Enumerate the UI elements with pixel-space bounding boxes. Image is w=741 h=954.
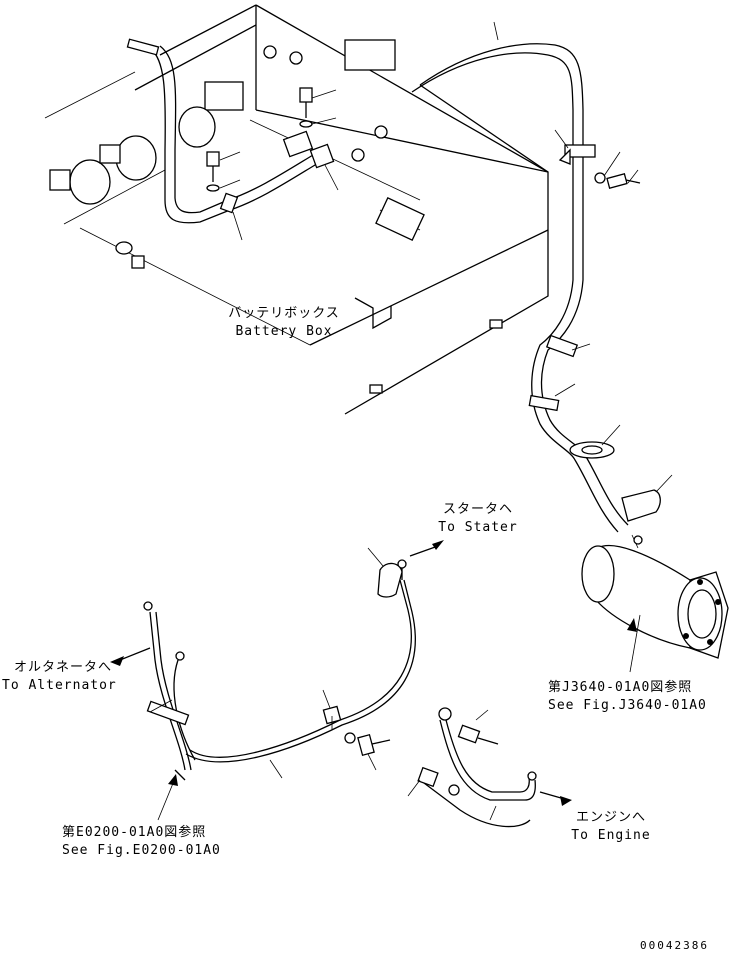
drawing-serial-number: 00042386 [640, 939, 709, 952]
ground-cable [407, 707, 572, 828]
relay-units [49, 106, 216, 269]
battery-box-label-jp: バッテリボックス [228, 306, 340, 321]
alternator-harness [110, 601, 196, 821]
ref-e0200-label-en: See Fig.E0200-01A0 [62, 843, 221, 858]
alternator-label-jp: オルタネータへ [14, 660, 113, 675]
engine-label-en: To Engine [571, 828, 651, 843]
right-bolt [594, 151, 641, 189]
battery-box [44, 4, 549, 415]
ref-j3640-label-en: See Fig.J3640-01A0 [548, 698, 707, 713]
ref-j3640-label-jp: 第J3640-01A0図参照 [548, 680, 693, 695]
terminal-boot [621, 474, 673, 522]
starter-label-en: To Stater [438, 520, 518, 535]
starter-wire [185, 540, 444, 779]
starter-label-jp: スタータヘ [442, 502, 513, 517]
alternator-label-en: To Alternator [2, 678, 117, 693]
battery-cable-left [126, 38, 339, 241]
starter-motor [581, 534, 729, 673]
ref-e0200-label-jp: 第E0200-01A0図参照 [62, 825, 207, 840]
box-bolts [206, 87, 337, 192]
engine-label-jp: エンジンへ [575, 810, 646, 825]
main-battery-cable [411, 21, 629, 533]
battery-box-label-en: Battery Box [235, 324, 333, 339]
